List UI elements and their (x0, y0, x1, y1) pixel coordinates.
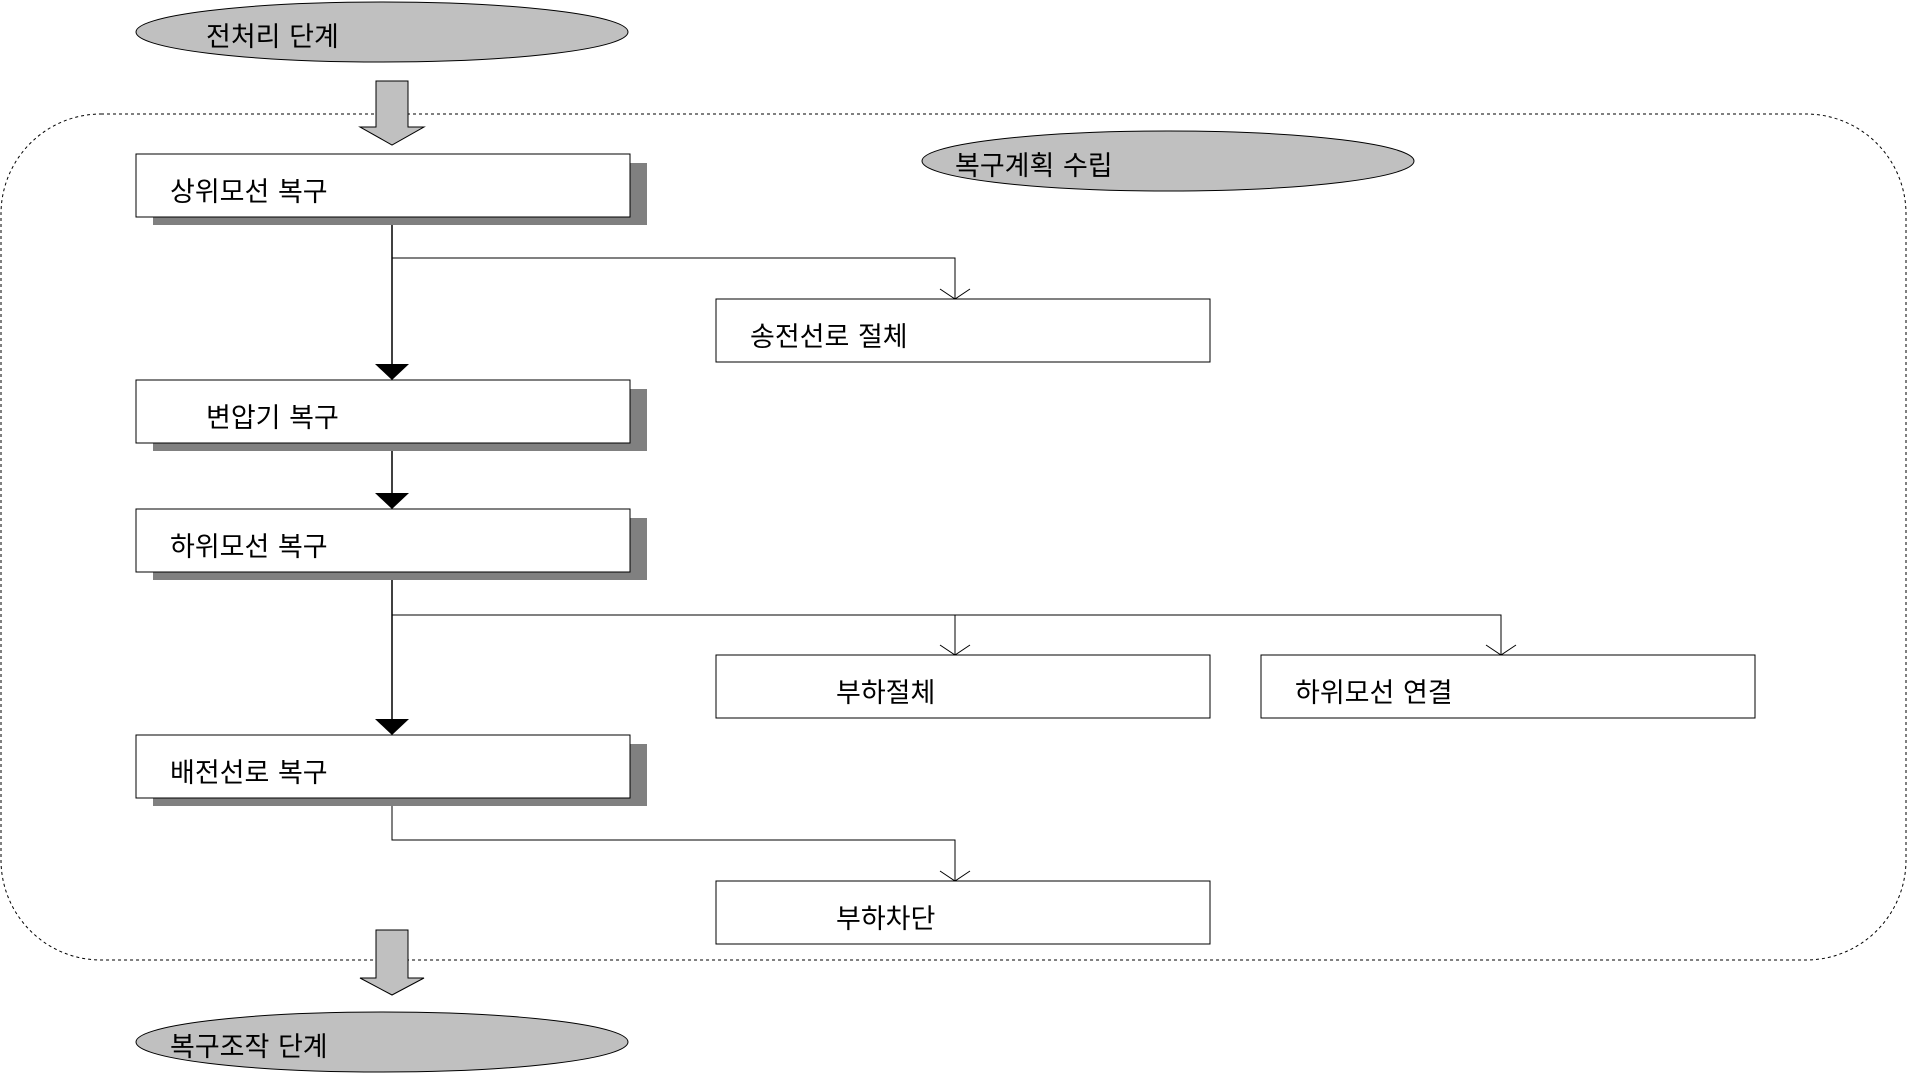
start-phase-label: 전처리 단계 (206, 22, 339, 53)
action-load-shedding-label: 부하차단 (836, 904, 935, 935)
action-load-shedding: 부하차단 (715, 880, 1211, 945)
action-lower-bus-connect: 하위모선 연결 (1260, 654, 1756, 719)
action-line-switching: 송전선로 절체 (715, 298, 1211, 363)
branch-connectors (391, 257, 1502, 881)
group-title: 복구계획 수립 (921, 130, 1415, 192)
group-boundary (0, 113, 1907, 961)
action-load-transfer-label: 부하절체 (836, 678, 935, 709)
step-transformer: 변압기 복구 (135, 379, 647, 451)
end-phase-label: 복구조작 단계 (170, 1032, 328, 1063)
action-line-switching-label: 송전선로 절체 (750, 322, 908, 353)
branch-arrowheads (939, 288, 1517, 882)
block-arrow-out (359, 929, 425, 996)
action-load-transfer: 부하절체 (715, 654, 1211, 719)
start-phase: 전처리 단계 (135, 1, 629, 63)
step-upper-bus-label: 상위모선 복구 (170, 177, 328, 208)
block-arrow-in (358, 80, 426, 146)
step-transformer-label: 변압기 복구 (206, 403, 339, 434)
main-flow-arrowheads (375, 364, 409, 735)
step-lower-bus-label: 하위모선 복구 (170, 532, 328, 563)
end-phase: 복구조작 단계 (135, 1011, 629, 1073)
group-title-label: 복구계획 수립 (955, 151, 1113, 182)
step-lower-bus: 하위모선 복구 (135, 508, 647, 580)
step-feeder-label: 배전선로 복구 (170, 758, 328, 789)
step-feeder: 배전선로 복구 (135, 734, 647, 806)
step-upper-bus: 상위모선 복구 (135, 153, 647, 225)
action-lower-bus-connect-label: 하위모선 연결 (1295, 678, 1453, 709)
